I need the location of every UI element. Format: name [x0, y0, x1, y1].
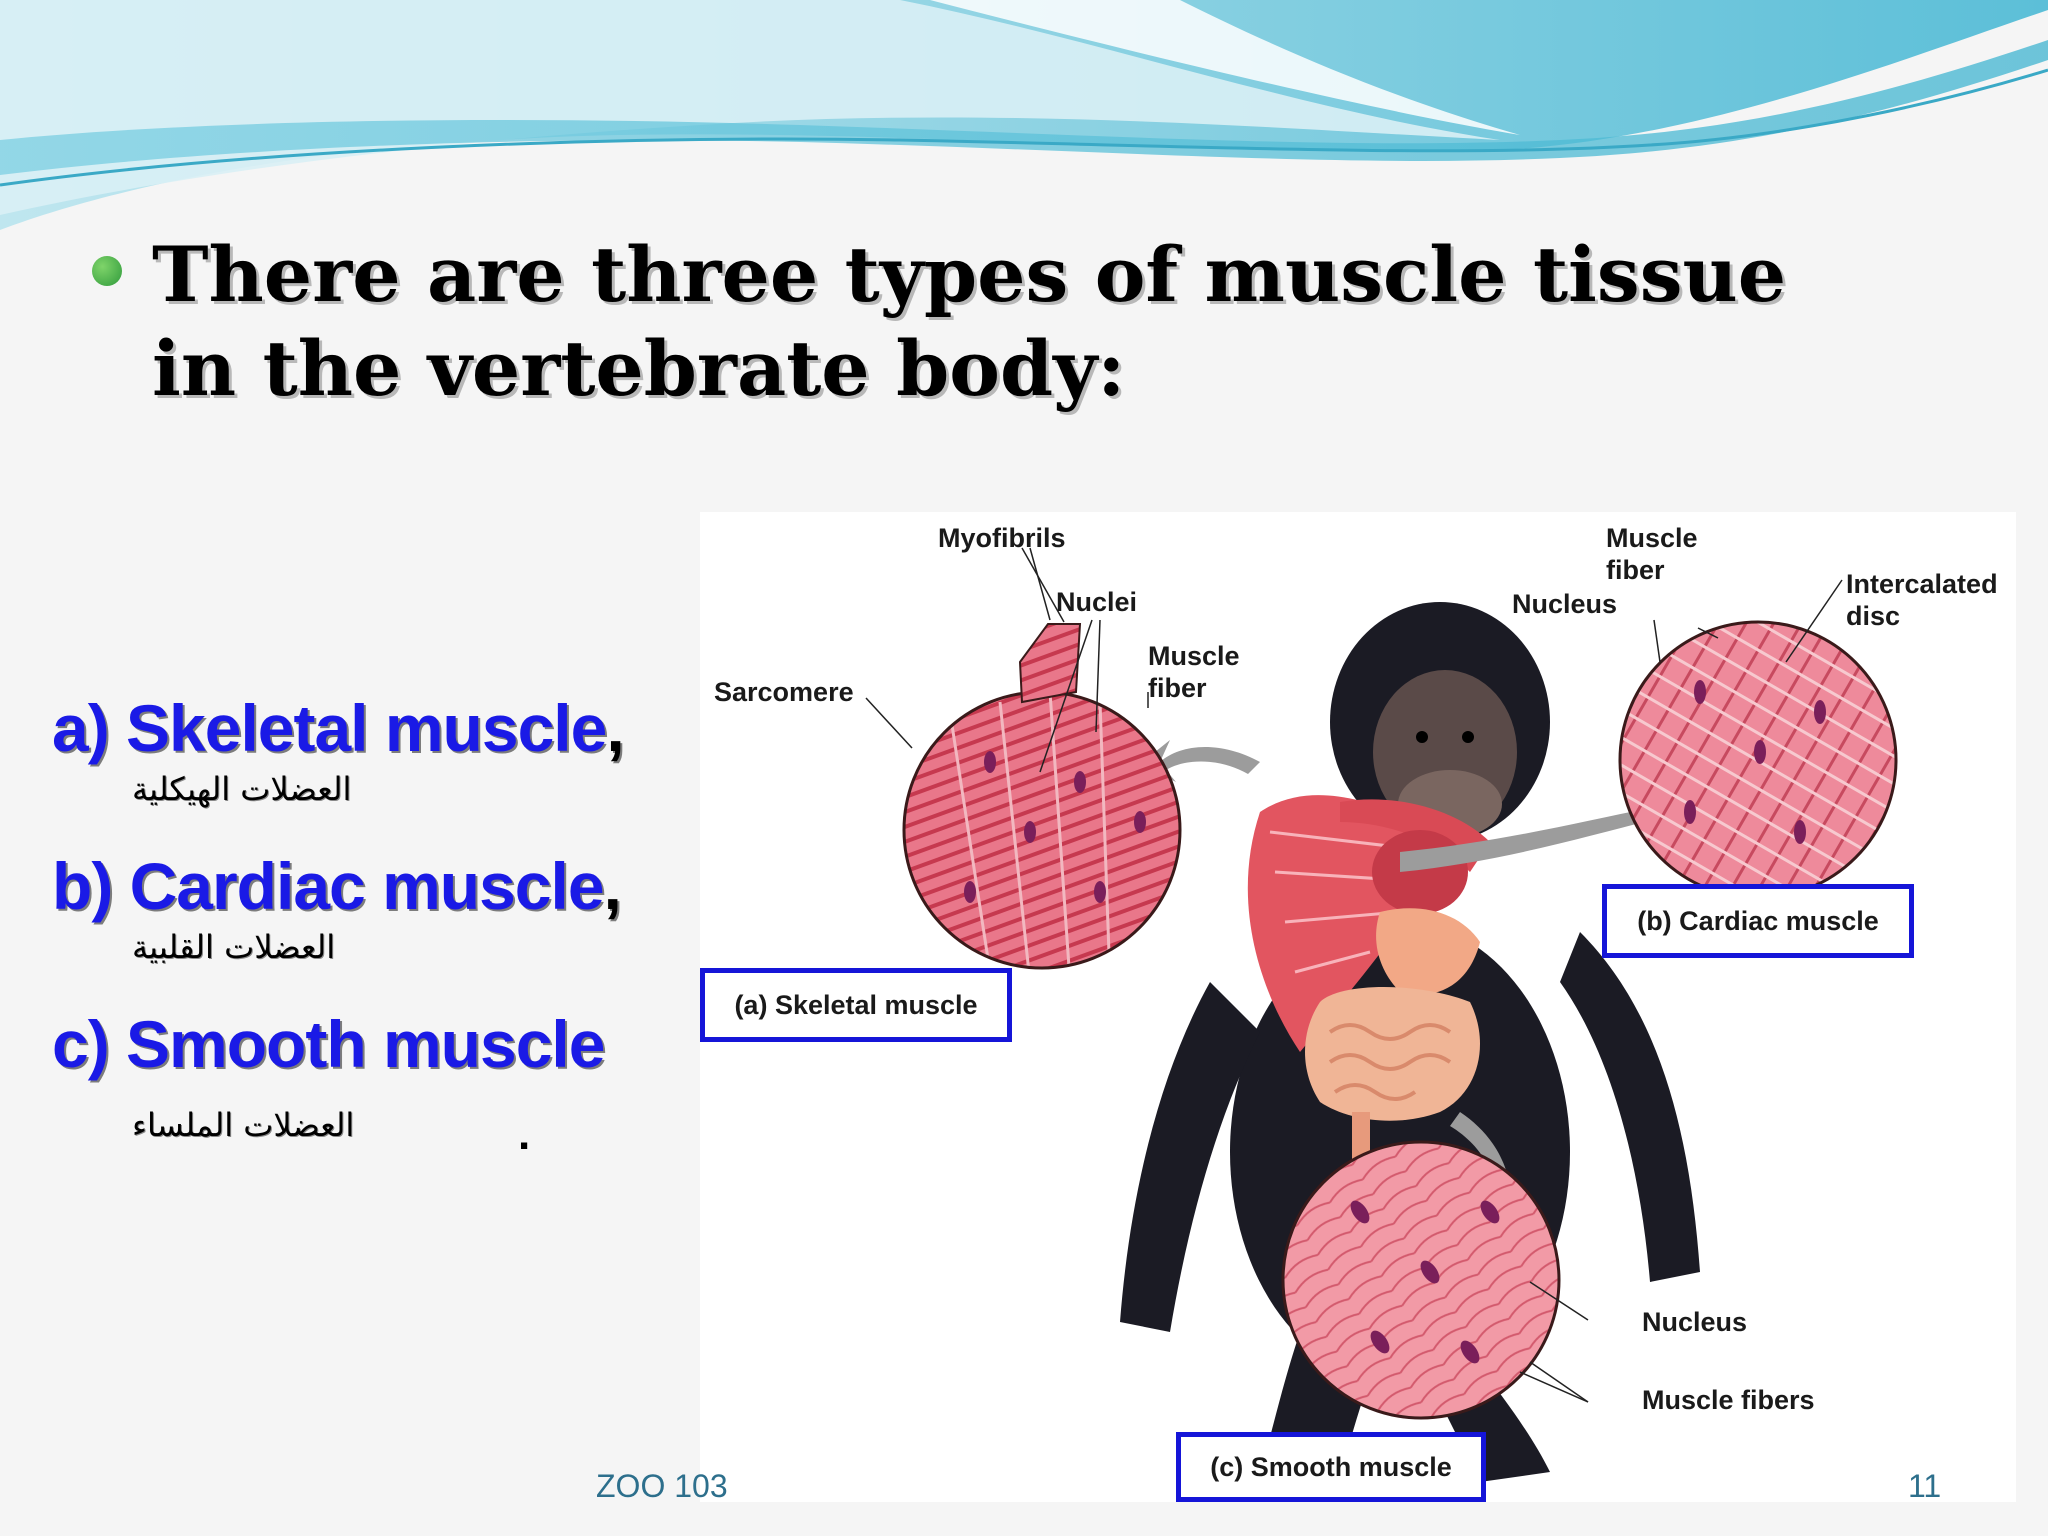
type-arabic-label: العضلات القلبية: [132, 928, 336, 966]
title-bullet: There are three types of muscle tissue i…: [92, 228, 1872, 416]
trailing-period: .: [518, 1110, 531, 1159]
muscle-figure: Myofibrils Nuclei Muscle fiber Sarcomere…: [700, 512, 2016, 1502]
label-sarcomere: Sarcomere: [714, 677, 854, 707]
type-suffix: ,: [603, 849, 622, 923]
caption-smooth: (c) Smooth muscle: [1176, 1432, 1486, 1502]
type-suffix: ,: [606, 691, 624, 765]
list-item: c) Smooth muscle العضلات الملساء: [52, 1006, 692, 1164]
type-label: a) Skeletal muscle: [52, 691, 607, 765]
bullet-dot-icon: [92, 256, 122, 286]
smooth-tissue-circle: [1281, 1140, 1561, 1420]
label-leader-lines: [865, 547, 1843, 1403]
footer-page-number: 11: [1908, 1468, 1942, 1504]
label-muscle-fibers: Muscle fibers: [1642, 1385, 1815, 1415]
slide-title: There are three types of muscle tissue i…: [152, 230, 1787, 413]
label-nucleus-cardiac: Nucleus: [1512, 589, 1618, 619]
caption-skeletal: (a) Skeletal muscle: [700, 968, 1012, 1042]
skeletal-tissue-circle: [902, 623, 1182, 970]
label-myofibrils: Myofibrils: [938, 523, 1066, 553]
cardiac-tissue-circle: [1618, 620, 1898, 900]
header-wave-decoration: [0, 0, 2048, 230]
caption-cardiac: (b) Cardiac muscle: [1602, 884, 1914, 958]
footer-course-code: ZOO 103: [596, 1468, 728, 1504]
label-muscle-fiber-cardiac: Muscle fiber: [1606, 523, 1698, 585]
type-arabic-label: العضلات الهيكلية: [132, 770, 352, 808]
label-muscle-fiber-skeletal: Muscle fiber: [1148, 641, 1240, 703]
muscle-types-list: a) Skeletal muscle, العضلات الهيكلية b) …: [52, 690, 692, 1164]
list-item: a) Skeletal muscle, العضلات الهيكلية: [52, 690, 692, 848]
type-label: c) Smooth muscle: [52, 1007, 605, 1081]
type-arabic-label: العضلات الملساء: [132, 1106, 355, 1144]
label-intercalated-disc: Intercalated disc: [1846, 569, 1998, 631]
list-item: b) Cardiac muscle, العضلات القلبية: [52, 848, 692, 1006]
type-label: b) Cardiac muscle: [52, 849, 605, 923]
label-nucleus-smooth: Nucleus: [1642, 1307, 1748, 1337]
label-nuclei: Nuclei: [1056, 587, 1138, 617]
